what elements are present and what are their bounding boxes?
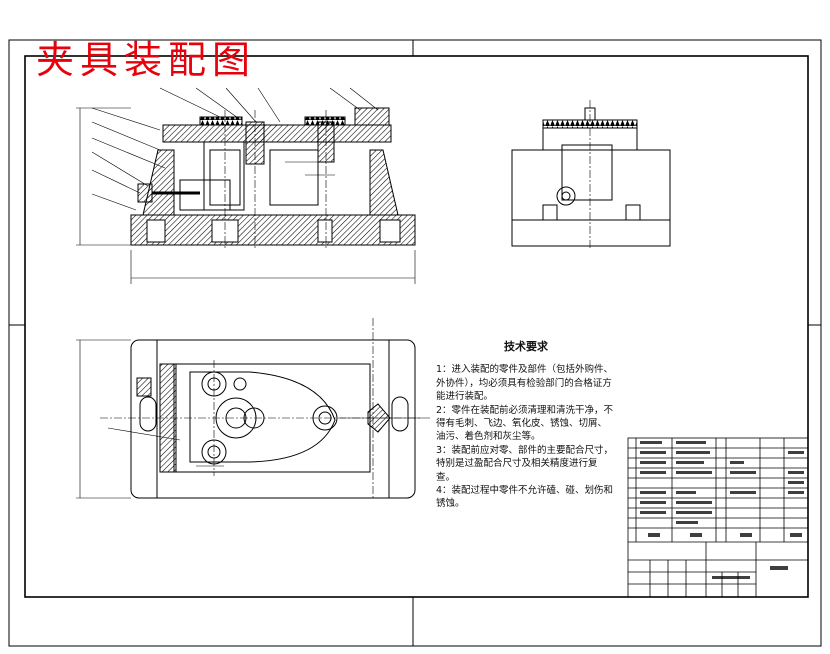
drawing-title: 夹具装配图 [36, 38, 257, 82]
front-view [76, 87, 416, 284]
tech-item: 4：装配过程中零件不允许磕、碰、划伤和锈蚀。 [436, 485, 614, 510]
title-block [627, 437, 809, 598]
sheet-frame [8, 39, 822, 647]
tech-item: 3：装配前应对零、部件的主要配合尺寸，特别是过盈配合尺寸及相关精度进行复查。 [436, 444, 614, 483]
top-view [76, 318, 420, 500]
tech-heading: 技术要求 [504, 340, 548, 353]
side-view [511, 100, 671, 250]
tech-item: 2：零件在装配前必须清理和清洗干净，不得有毛刺、飞边、氧化皮、锈蚀、切屑、油污、… [436, 404, 614, 443]
technical-requirements: 技术要求 1：进入装配的零件及部件（包括外购件、外协件），均必须具有检验部门的合… [436, 340, 616, 511]
tech-item: 1：进入装配的零件及部件（包括外购件、外协件），均必须具有检验部门的合格证方能进… [436, 364, 614, 403]
